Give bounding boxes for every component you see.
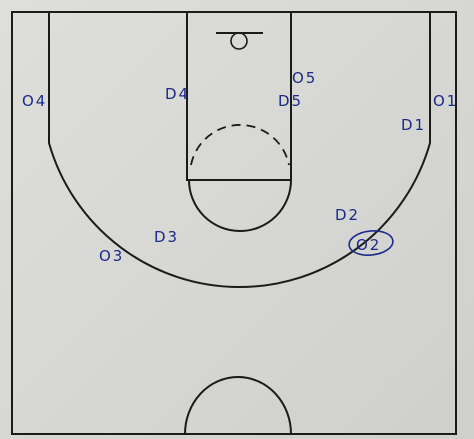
free-throw-circle-dashed bbox=[190, 124, 290, 166]
offense-player-o4: O4 bbox=[22, 92, 47, 110]
offense-player-o5: O5 bbox=[292, 69, 317, 87]
free-throw-circle-solid bbox=[188, 179, 292, 232]
court-boundary bbox=[11, 11, 457, 435]
three-point-line bbox=[48, 12, 431, 289]
defense-player-d3: D3 bbox=[154, 228, 179, 246]
ball-handler-circle bbox=[348, 230, 394, 256]
rim bbox=[230, 32, 248, 50]
defense-player-d1: D1 bbox=[401, 116, 426, 134]
offense-player-o1: O1 bbox=[433, 92, 458, 110]
paint-lane bbox=[186, 11, 292, 181]
offense-player-o3: O3 bbox=[99, 247, 124, 265]
defense-player-d2: D2 bbox=[335, 206, 360, 224]
defense-player-d5: D5 bbox=[278, 92, 303, 110]
offense-player-o2: O2 bbox=[356, 236, 381, 254]
center-circle bbox=[184, 376, 292, 435]
defense-player-d4: D4 bbox=[165, 85, 190, 103]
